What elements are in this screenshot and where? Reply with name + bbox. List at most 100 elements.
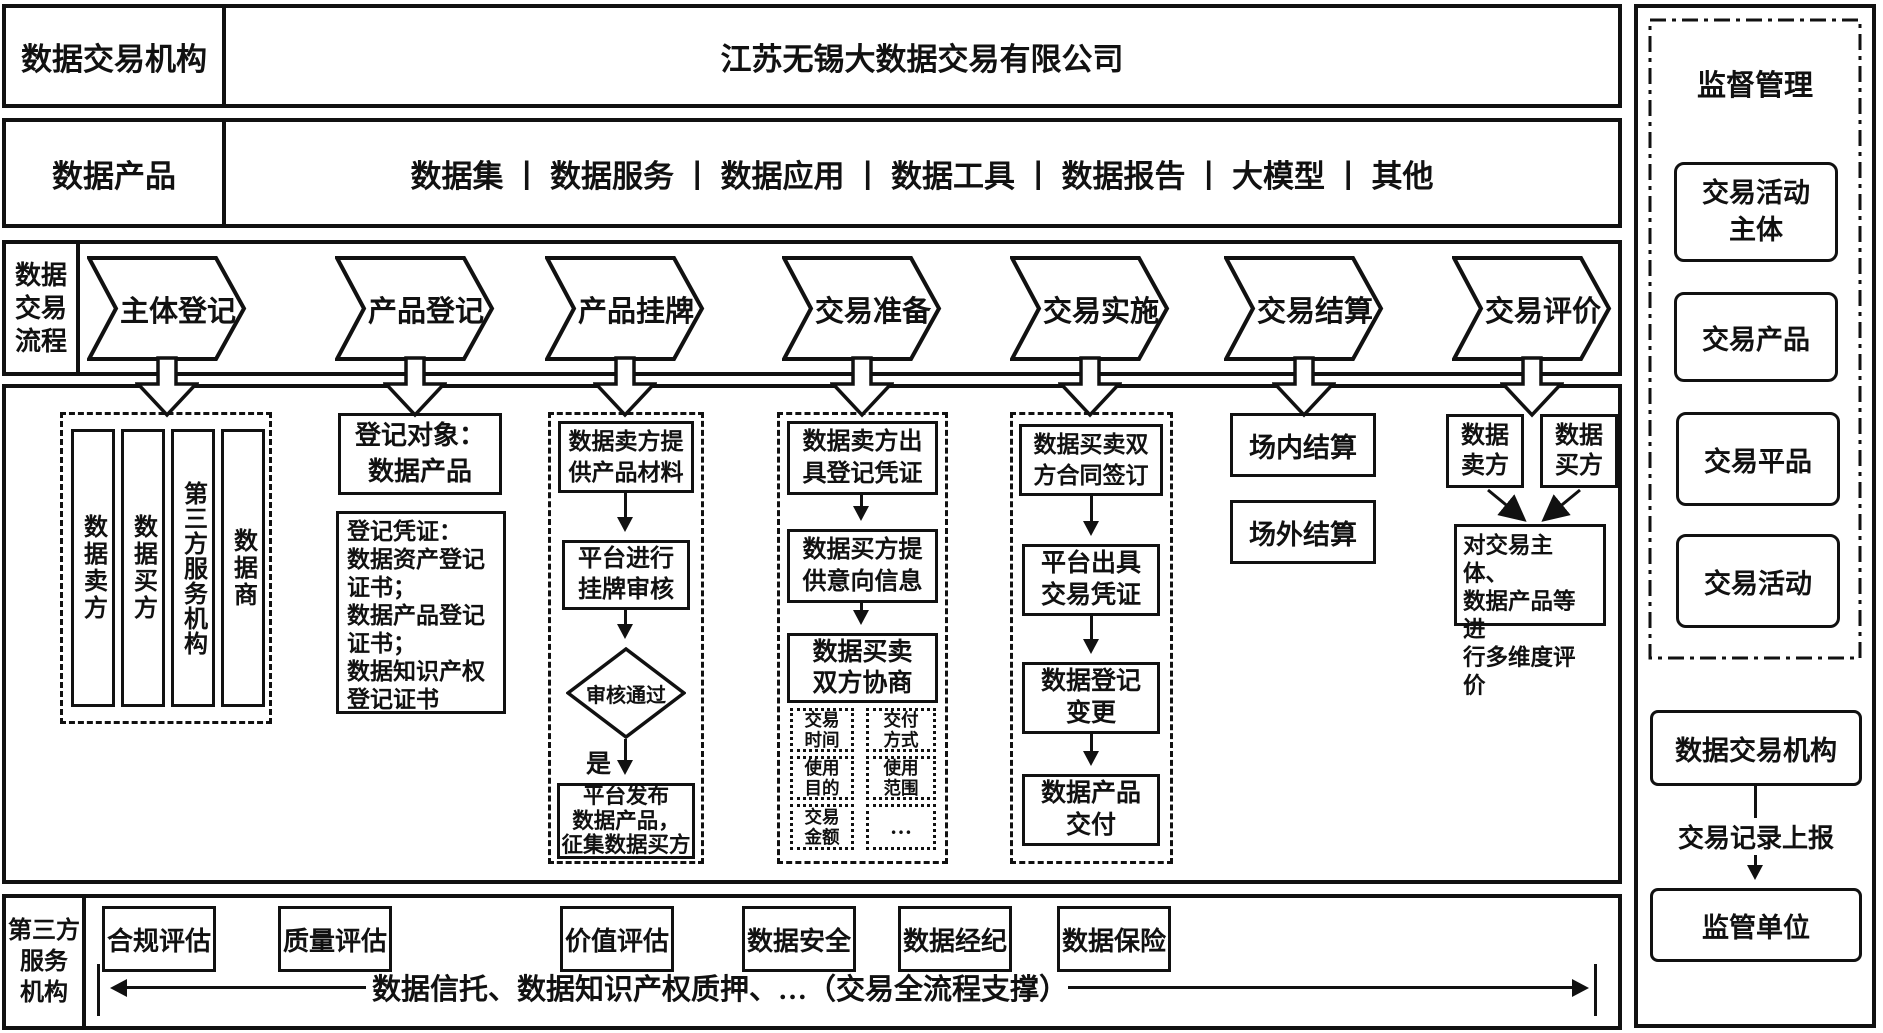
- service-box-compliance: 合规评估: [102, 906, 216, 972]
- party-box-buyer: 数据买方: [121, 429, 165, 707]
- preparation-step2-box: 数据买方提 供意向信息: [787, 529, 938, 603]
- implementation-step4-box: 数据产品 交付: [1022, 774, 1160, 846]
- party-label: 第三方服务机构: [179, 480, 206, 656]
- flow-down-arrow: [135, 356, 199, 418]
- third-party-label: 第三方 服务 机构: [6, 898, 86, 1026]
- listing-step3-box: 平台发布 数据产品， 征集数据买方: [557, 783, 695, 859]
- chevron-shape: [335, 256, 495, 361]
- chevron-shape: [545, 256, 705, 361]
- registration-object-box: 登记对象： 数据产品: [338, 413, 502, 495]
- party-box-seller: 数据卖方: [71, 429, 115, 707]
- down-arrow: [1083, 734, 1099, 766]
- support-line-right: [1068, 986, 1574, 989]
- down-arrow: [853, 603, 869, 625]
- decision-diamond: 审核通过: [565, 646, 687, 740]
- process-step-label: 主体登记: [119, 295, 236, 328]
- chevron-shape: [1452, 256, 1612, 361]
- chevron-shape: [1010, 256, 1170, 361]
- flow-down-arrow: [593, 356, 657, 418]
- evaluation-seller-box: 数据 卖方: [1446, 414, 1524, 488]
- process-step-chevron-4: 交易准备: [782, 256, 942, 361]
- supervision-item-platform: 交易平品: [1676, 412, 1840, 506]
- party-label: 数据商: [229, 527, 256, 609]
- preparation-step3-box: 数据买卖 双方协商: [787, 633, 938, 703]
- service-box-quality: 质量评估: [278, 906, 392, 972]
- institution-name: 江苏无锡大数据交易有限公司: [720, 41, 1124, 77]
- products-list: 数据集 丨 数据服务 丨 数据应用 丨 数据工具 丨 数据报告 丨 大模型 丨 …: [410, 158, 1434, 194]
- term-box-time: 交易 时间: [790, 708, 854, 752]
- institution-row: 数据交易机构 江苏无锡大数据交易有限公司: [2, 4, 1622, 108]
- party-label: 数据买方: [129, 514, 156, 622]
- down-arrow: [1083, 616, 1099, 654]
- process-step-chevron-7: 交易评价: [1452, 256, 1612, 361]
- process-step-label: 交易结算: [1256, 295, 1373, 328]
- process-step-chevron-1: 主体登记: [87, 256, 247, 361]
- process-step-label: 产品挂牌: [577, 295, 694, 328]
- process-step-chevron-2: 产品登记: [335, 256, 495, 361]
- onsite-settlement-box: 场内结算: [1230, 413, 1376, 477]
- institution-box: 数据交易机构: [1650, 710, 1862, 786]
- party-label: 数据卖方: [79, 514, 106, 622]
- process-step-label: 产品登记: [367, 295, 484, 328]
- implementation-step3-box: 数据登记 变更: [1022, 662, 1160, 734]
- flow-down-arrow: [1500, 356, 1564, 418]
- supervision-title: 监督管理: [1696, 70, 1813, 102]
- flow-down-arrow: [1272, 356, 1336, 418]
- down-arrow: [617, 610, 633, 639]
- supervision-item-subjects: 交易活动 主体: [1674, 162, 1838, 262]
- down-arrow: [617, 493, 633, 532]
- support-note: 数据信托、数据知识产权质押、…（交易全流程支撑）: [372, 974, 1069, 1006]
- regulator-box: 监管单位: [1650, 888, 1862, 962]
- term-box-delivery: 交付 方式: [866, 708, 936, 752]
- offsite-settlement-box: 场外结算: [1230, 500, 1376, 564]
- service-box-insurance: 数据保险: [1057, 906, 1171, 972]
- term-box-scope: 使用 范围: [866, 756, 936, 800]
- supervision-item-products: 交易产品: [1674, 292, 1838, 382]
- down-arrow: [853, 495, 869, 521]
- chevron-shape: [87, 256, 247, 361]
- evaluation-buyer-box: 数据 买方: [1540, 414, 1618, 488]
- service-box-value: 价值评估: [560, 906, 674, 972]
- support-line-left: [116, 986, 366, 989]
- support-arrowhead-right: [1572, 979, 1598, 997]
- decision-label: 审核通过: [586, 684, 666, 707]
- process-step-chevron-3: 产品挂牌: [545, 256, 705, 361]
- support-right-tick: [1594, 964, 1597, 1016]
- process-step-chevron-6: 交易结算: [1224, 256, 1384, 361]
- report-label: 交易记录上报: [1652, 818, 1860, 855]
- flow-down-arrow: [383, 356, 447, 418]
- support-left-tick: [97, 964, 100, 1016]
- chevron-shape: [782, 256, 942, 361]
- preparation-step1-box: 数据卖方出 具登记凭证: [787, 421, 938, 495]
- process-label: 数据 交易 流程: [6, 244, 80, 372]
- implementation-step2-box: 平台出具 交易凭证: [1022, 544, 1160, 616]
- process-step-label: 交易准备: [814, 295, 931, 328]
- process-step-chevron-5: 交易实施: [1010, 256, 1170, 361]
- converging-arrows: [1487, 488, 1581, 522]
- diamond-shape: [565, 646, 687, 740]
- yes-label: 是: [586, 751, 612, 778]
- listing-step2-box: 平台进行 挂牌审核: [562, 540, 690, 610]
- service-box-security: 数据安全: [742, 906, 856, 972]
- service-box-brokerage: 数据经纪: [898, 906, 1012, 972]
- term-box-amount: 交易 金额: [790, 804, 854, 850]
- chevron-shape: [1224, 256, 1384, 361]
- process-step-label: 交易实施: [1042, 295, 1159, 328]
- down-arrow: [1083, 496, 1099, 536]
- registration-parties-group: 数据卖方 数据买方 第三方服务机构 数据商: [60, 412, 272, 724]
- listing-step1-box: 数据卖方提 供产品材料: [558, 421, 694, 493]
- products-label: 数据产品: [6, 122, 226, 224]
- flow-down-arrow: [830, 356, 894, 418]
- term-box-purpose: 使用 目的: [790, 756, 854, 800]
- party-box-vendor: 数据商: [221, 429, 265, 707]
- down-arrow: [617, 739, 633, 775]
- process-step-label: 交易评价: [1484, 295, 1601, 328]
- institution-label: 数据交易机构: [6, 8, 226, 104]
- products-row: 数据产品 数据集 丨 数据服务 丨 数据应用 丨 数据工具 丨 数据报告 丨 大…: [2, 118, 1622, 228]
- registration-certificates-box: 登记凭证： 数据资产登记 证书； 数据产品登记 证书； 数据知识产权 登记证书: [336, 511, 506, 714]
- term-box-more: …: [866, 804, 936, 850]
- supervision-frame: [1648, 18, 1862, 660]
- party-box-thirdparty: 第三方服务机构: [171, 429, 215, 707]
- evaluation-result-box: 对交易主体、 数据产品等进 行多维度评价: [1454, 524, 1606, 698]
